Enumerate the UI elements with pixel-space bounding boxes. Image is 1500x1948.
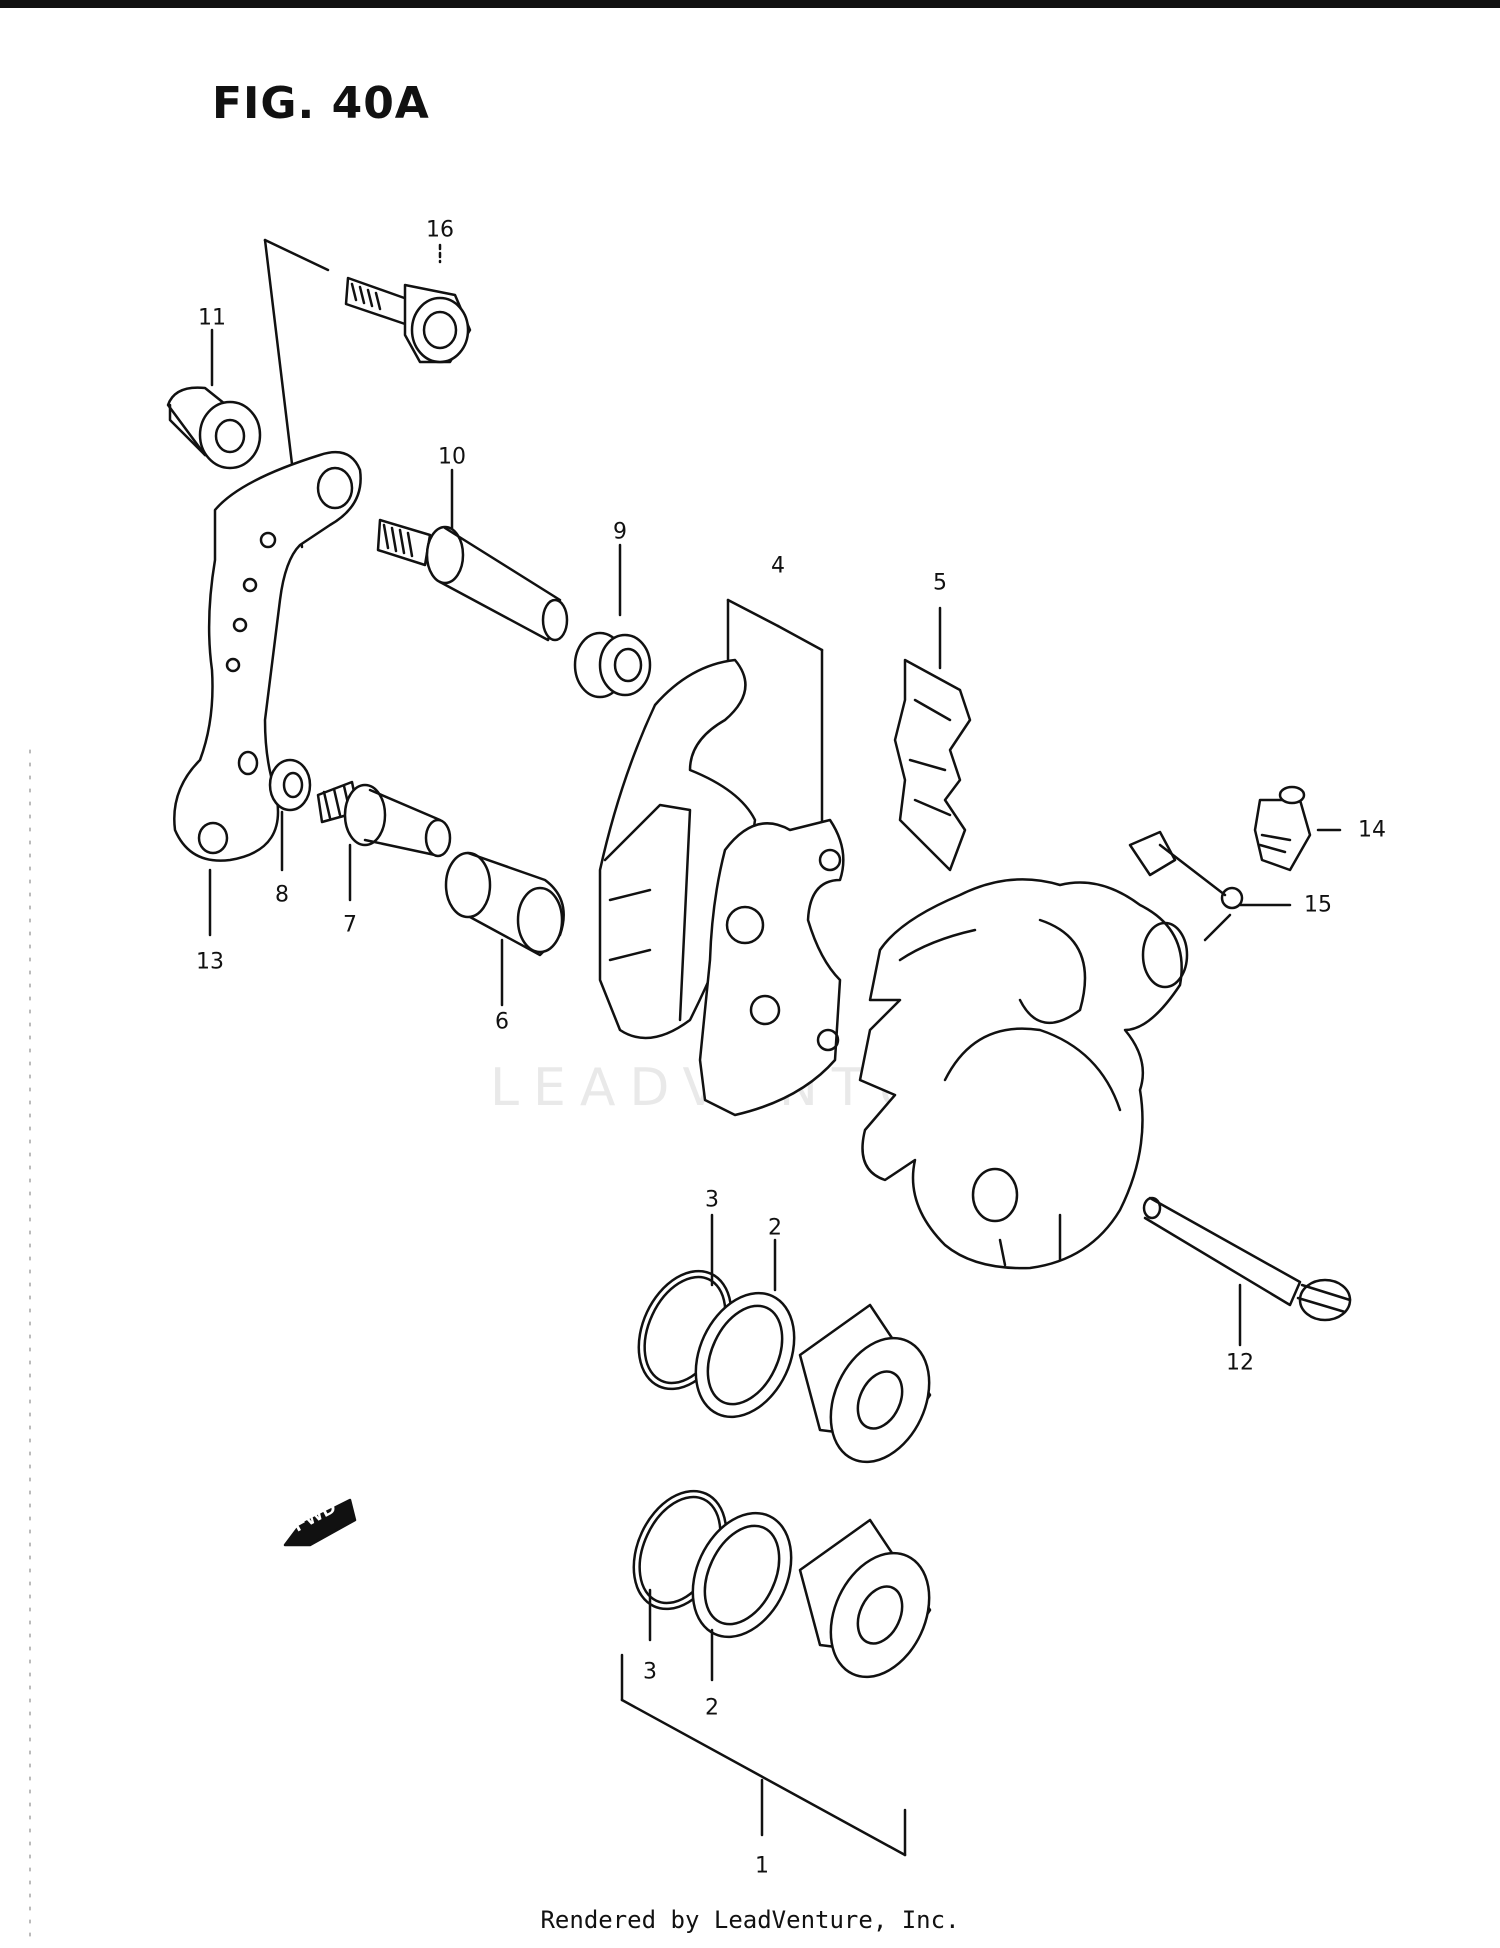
callout-3-lower: 3 [643, 1659, 657, 1685]
part-4-brake-pads [598, 598, 845, 1117]
callout-12: 12 [1226, 1350, 1254, 1376]
part-5-pad-spring [893, 606, 972, 872]
part-10-pin-bolt [376, 468, 569, 642]
callout-11: 11 [198, 305, 226, 331]
callout-2-lower: 2 [705, 1695, 719, 1721]
part-7-pin-bolt [316, 780, 452, 902]
bracket-1 [620, 1653, 907, 1857]
callout-8: 8 [275, 882, 289, 908]
part-16-flange-bolt [344, 243, 472, 364]
piston-set-upper [637, 1213, 932, 1464]
part-9-boot [573, 543, 652, 699]
figure-title: FIG. 40A [212, 78, 430, 129]
caliper-body [858, 878, 1189, 1270]
callout-4: 4 [771, 553, 785, 579]
callout-2-upper: 2 [768, 1215, 782, 1241]
callout-16: 16 [426, 217, 454, 243]
callout-7: 7 [343, 912, 357, 938]
part-13-caliper-bracket [173, 450, 362, 937]
callout-14: 14 [1358, 817, 1386, 843]
part-15-bleeder-cap [1128, 830, 1292, 942]
callout-5: 5 [933, 570, 947, 596]
part-8-washer [268, 758, 312, 872]
callout-9: 9 [613, 519, 627, 545]
fwd-arrow-icon [283, 1498, 357, 1547]
part-12-slide-pin [1142, 1196, 1352, 1347]
callout-3-upper: 3 [705, 1187, 719, 1213]
part-11-sleeve [166, 328, 262, 470]
callout-1: 1 [755, 1853, 769, 1879]
callout-15: 15 [1304, 892, 1332, 918]
callout-6: 6 [495, 1009, 509, 1035]
top-border [0, 0, 1500, 8]
callout-10: 10 [438, 444, 466, 470]
part-14-bleeder-valve [1253, 785, 1342, 872]
callout-13: 13 [196, 949, 224, 975]
piston-set-lower [632, 1489, 932, 1682]
footer-credit: Rendered by LeadVenture, Inc. [540, 1906, 960, 1934]
part-6-guide-pin [444, 851, 565, 1007]
